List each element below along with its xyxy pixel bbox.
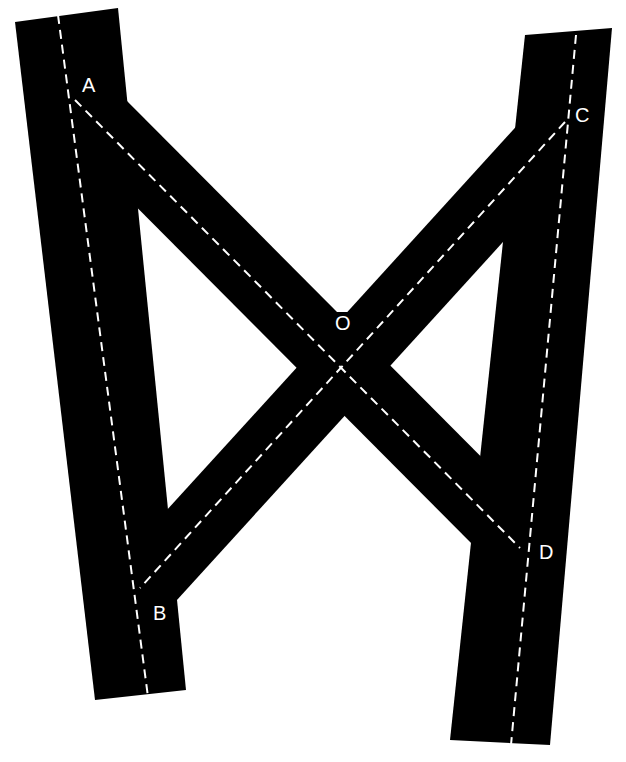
centre-line-ad: [75, 100, 520, 548]
point-label: B: [151, 602, 168, 624]
point-label: O: [333, 312, 353, 334]
road-left: [15, 8, 186, 700]
point-label: A: [80, 74, 97, 96]
point-label: D: [537, 541, 555, 563]
centre-line-right: [511, 35, 576, 745]
centre-line-cb: [140, 122, 565, 588]
point-label: C: [573, 104, 591, 126]
centre-line-left: [58, 15, 148, 697]
road-right: [450, 28, 612, 745]
